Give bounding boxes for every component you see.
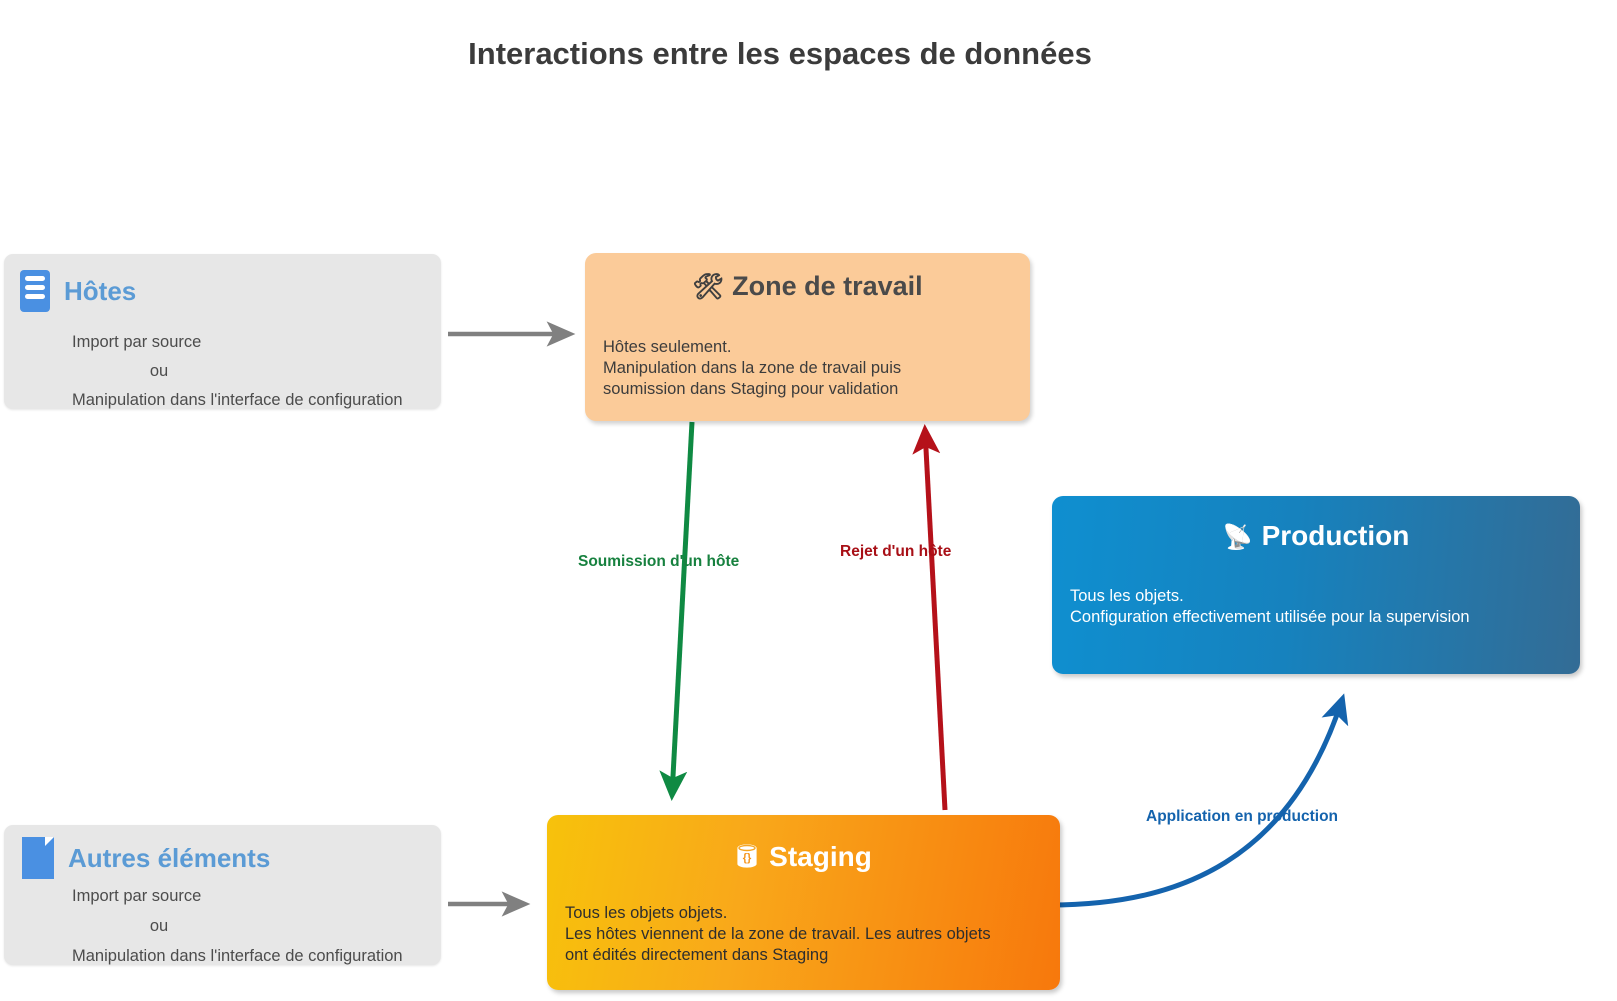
production-title-row: 📡 Production (1052, 520, 1580, 552)
hosts-line-3: Manipulation dans l'interface de configu… (72, 391, 403, 409)
workspace-body: Hôtes seulement. Manipulation dans la zo… (603, 338, 902, 398)
document-page-icon (22, 837, 54, 879)
hosts-line-1: Import par source (72, 333, 202, 351)
other-elements-line-1: Import par source (72, 887, 202, 905)
arrow-submit-host (659, 421, 695, 801)
satellite-dish-icon: 📡 (1222, 524, 1253, 551)
workspace-box[interactable]: 🛠Zone de travail Hôtes seulement. Manipu… (585, 253, 1030, 421)
label-submit-host: Soumission d'un hôte (578, 553, 740, 570)
staging-box[interactable]: {} Staging Tous les objets objets. Les h… (547, 815, 1060, 990)
svg-text:{}: {} (743, 852, 752, 864)
staging-title: Staging (769, 841, 872, 872)
workspace-title: Zone de travail (732, 271, 923, 301)
production-title: Production (1261, 520, 1410, 551)
arrow-reject-host (912, 424, 948, 811)
other-elements-title: Autres éléments (68, 842, 271, 873)
server-rack-icon (20, 270, 50, 312)
other-elements-line-3: Manipulation dans l'interface de configu… (72, 947, 403, 965)
other-elements-box[interactable]: Autres éléments Import par source ou Man… (4, 825, 441, 965)
hosts-title: Hôtes (64, 275, 137, 306)
hosts-line-2: ou (149, 362, 169, 380)
page-title: Interactions entre les espaces de donnée… (468, 36, 1092, 71)
staging-title-row: {} Staging (547, 841, 1060, 876)
label-reject-host: Rejet d'un hôte (840, 543, 952, 560)
hosts-header: Hôtes (20, 270, 136, 312)
label-apply-production: Application en production (1146, 808, 1339, 825)
staging-body: Tous les objets objets. Les hôtes vienne… (565, 904, 991, 964)
database-cylinder-icon: {} (735, 843, 759, 876)
workspace-title-row: 🛠Zone de travail (585, 271, 1030, 302)
other-elements-line-2: ou (149, 917, 169, 935)
production-box[interactable]: 📡 Production Tous les objets. Configurati… (1052, 496, 1580, 674)
arrow-apply-production (1049, 693, 1349, 908)
hammer-and-wrench-icon: 🛠 (692, 273, 725, 301)
production-body: Tous les objets. Configuration effective… (1070, 587, 1470, 626)
other-elements-header: Autres éléments (22, 837, 270, 879)
hosts-box[interactable]: Hôtes Import par source ou Manipulation … (4, 254, 441, 409)
